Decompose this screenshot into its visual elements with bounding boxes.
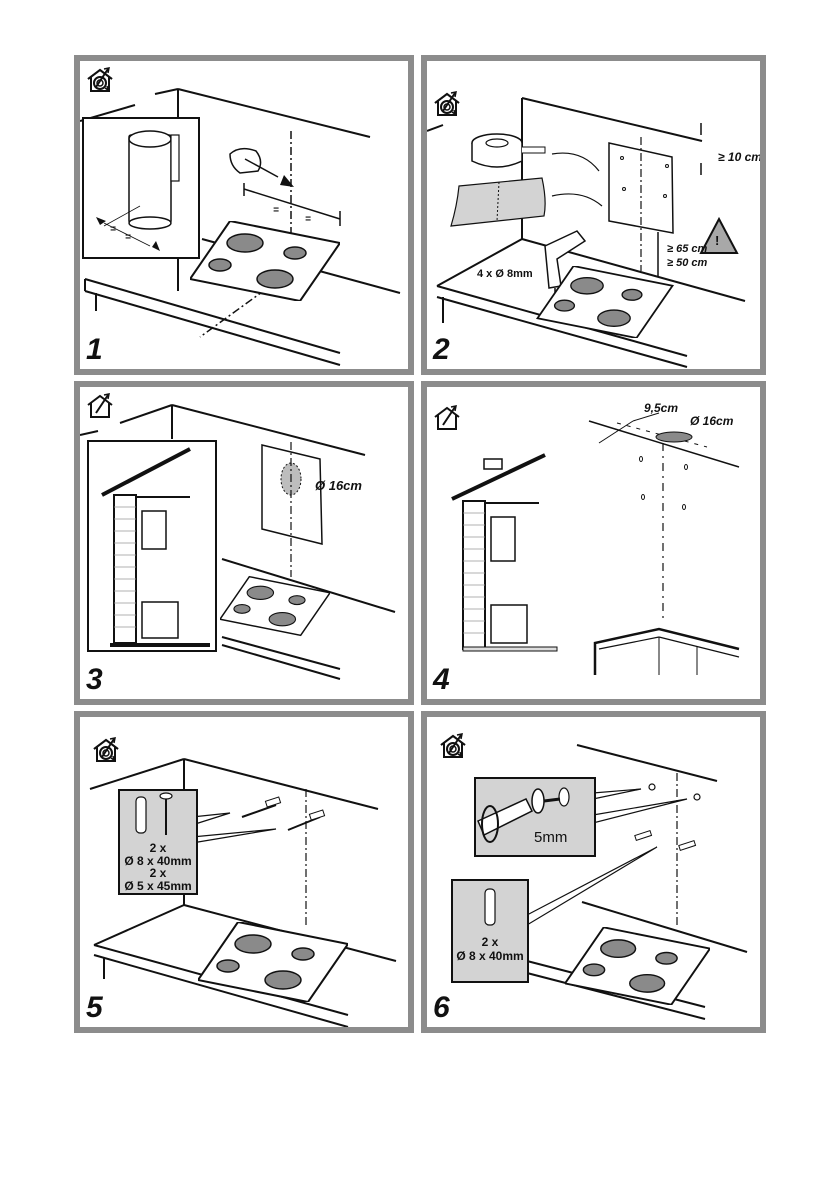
equal-mark: = <box>273 205 279 216</box>
step-number: 3 <box>86 663 103 696</box>
step-number: 2 <box>433 333 450 366</box>
equal-mark: = <box>305 214 311 225</box>
step-4-illustration <box>451 412 740 675</box>
drill-spec-label: 4 x Ø 8mm <box>477 268 533 280</box>
gas-clearance-label: ≥ 65 cm <box>667 243 708 255</box>
wall-plug-icon <box>484 888 496 926</box>
hole-diameter-label: Ø 16cm <box>315 478 362 493</box>
step-panel-5: 2 x Ø 8 x 40mm 2 x Ø 5 x 45mm 5 <box>74 711 414 1033</box>
wall-plug-callout: 2 x Ø 8 x 40mm <box>451 879 529 983</box>
screw-gap-callout: 5mm <box>474 777 596 857</box>
equal-mark: = <box>125 232 131 243</box>
wall-plug-icon <box>634 829 653 841</box>
recirculation-house-icon <box>92 737 120 763</box>
fixing-size: Ø 5 x 45mm <box>124 879 192 893</box>
wall-plug-and-screw-icon <box>135 792 173 835</box>
step-3-illustration <box>80 404 396 680</box>
equal-mark: = <box>110 224 116 235</box>
offset-label: 9,5cm <box>644 401 679 415</box>
warning-mark: ! <box>715 233 720 248</box>
step-6-illustration <box>526 744 748 1020</box>
step-panel-6: 5mm 2 x Ø 8 x 40mm 6 <box>421 711 766 1033</box>
chimney-hood-icon <box>128 130 180 230</box>
wall-plug-with-screw-icon <box>287 809 326 831</box>
gap-label: 5mm <box>534 829 568 846</box>
step-1-illustration <box>80 88 401 366</box>
fixing-qty: 2 x <box>149 841 167 855</box>
screwdriver-icon <box>477 787 570 843</box>
ducted-outlet-house-icon <box>86 393 114 419</box>
fixing-size: Ø 8 x 40mm <box>124 854 192 868</box>
step-panel-1: = = = = 1 <box>74 55 414 375</box>
hole-diameter-label: Ø 16cm <box>690 414 734 428</box>
step-panel-2: ≥ 10 cm ≥ 65 cm ≥ 50 cm 4 x Ø 8mm ! 2 <box>421 55 766 375</box>
recirculation-house-icon <box>439 733 467 759</box>
fixing-size: Ø 8 x 40mm <box>456 949 524 963</box>
tape-roll-icon <box>471 133 546 168</box>
recirculation-house-icon <box>86 67 114 93</box>
fixings-callout: 2 x Ø 8 x 40mm 2 x Ø 5 x 45mm <box>118 789 198 895</box>
recirculation-house-icon <box>433 91 461 117</box>
wall-plug-with-screw-icon <box>241 796 282 818</box>
wall-plug-icon <box>678 839 697 851</box>
electric-clearance-label: ≥ 50 cm <box>667 257 708 269</box>
warning-triangle-icon <box>699 216 739 254</box>
ducted-outlet-house-icon <box>433 405 461 431</box>
fixing-qty: 2 x <box>481 935 499 949</box>
step-number: 4 <box>433 663 450 696</box>
step-number: 1 <box>86 333 103 366</box>
fixing-qty: 2 x <box>149 866 167 880</box>
step-panel-4: 9,5cm Ø 16cm 4 <box>421 381 766 705</box>
step-number: 6 <box>433 991 450 1024</box>
step-2-illustration <box>427 97 746 368</box>
drilling-template-icon <box>450 177 546 227</box>
wall-socket-icon <box>229 147 279 178</box>
step-number: 5 <box>86 991 103 1024</box>
top-clearance-label: ≥ 10 cm <box>718 150 762 164</box>
step-panel-3: Ø 16cm 3 <box>74 381 414 705</box>
